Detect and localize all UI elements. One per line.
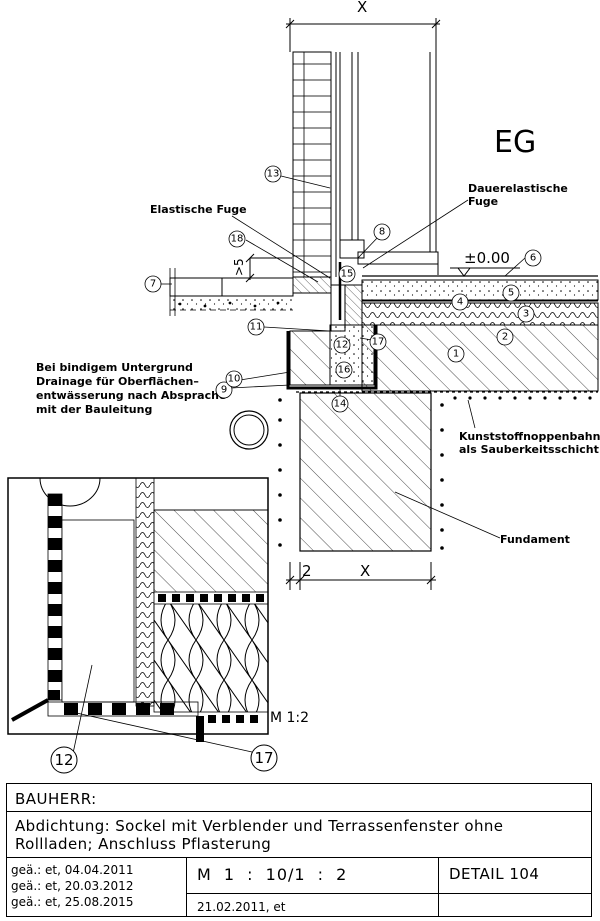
- svg-text:15: 15: [341, 269, 354, 280]
- owner-label: BAUHERR:: [15, 790, 97, 808]
- elastic-joint-label: Elastische Fuge: [150, 203, 247, 216]
- owner-row: BAUHERR:: [7, 784, 591, 812]
- title-block: BAUHERR: Abdichtung: Sockel mit Verblend…: [6, 783, 592, 917]
- base-detail: [286, 262, 378, 390]
- paving: [169, 268, 294, 316]
- window-frame: [335, 52, 439, 277]
- description-line1: Abdichtung: Sockel mit Verblender und Te…: [15, 817, 504, 835]
- drainage-note-line1: Bei bindigem Untergrund: [36, 361, 193, 374]
- section-detail-drawing: X EG ±0.00: [7, 0, 600, 774]
- svg-text:17: 17: [372, 337, 385, 348]
- marker-8: 8: [373, 223, 391, 241]
- drainage-note-line4: mit der Bauleitung: [36, 403, 152, 416]
- enlarged-detail: [7, 477, 269, 759]
- empty-cell: [439, 894, 591, 916]
- svg-text:3: 3: [523, 309, 529, 320]
- permanent-elastic-joint-line1: Dauerelastische: [468, 182, 568, 195]
- dimension-top-label: X: [357, 0, 367, 16]
- dimension-bottom-2: 2: [302, 562, 312, 580]
- marker-17: 17: [369, 333, 387, 351]
- drainage-note-line3: entwässerung nach Absprache: [36, 389, 226, 402]
- marker-4: 4: [451, 293, 469, 311]
- permanent-elastic-joint-line2: Fuge: [468, 195, 498, 208]
- svg-text:17: 17: [254, 749, 273, 767]
- marker-18: 18: [228, 230, 246, 248]
- svg-text:9: 9: [221, 385, 227, 396]
- offset-label: >5: [232, 258, 246, 276]
- level-marker: [450, 267, 520, 277]
- marker-12: 12: [333, 336, 351, 354]
- drawing-date: 21.02.2011, et: [187, 894, 439, 916]
- floor-label: EG: [494, 125, 536, 160]
- markers: 1 2 3 4 5 6 7 8 9 10 11 12 13 14 15 16 1…: [144, 165, 542, 413]
- svg-text:7: 7: [150, 279, 156, 290]
- offset-dimension: [245, 253, 292, 283]
- title-block-bottom: geä.: et, 04.04.2011 geä.: et, 20.03.201…: [7, 858, 591, 916]
- revision-entry: geä.: et, 04.04.2011: [11, 863, 134, 877]
- marker-13: 13: [264, 165, 282, 183]
- elastic-joint-leader: [231, 215, 331, 279]
- top-dimension: [285, 18, 441, 52]
- marker-15: 15: [338, 265, 356, 283]
- dimpled-membrane-line2: als Sauberkeitsschicht: [459, 443, 599, 456]
- svg-text:12: 12: [54, 751, 73, 769]
- marker-1: 1: [447, 345, 465, 363]
- svg-text:1: 1: [453, 349, 459, 360]
- marker-14: 14: [331, 395, 349, 413]
- svg-text:11: 11: [250, 322, 263, 333]
- facing-brick-wall: [292, 51, 332, 278]
- svg-text:5: 5: [508, 288, 514, 299]
- dimpled-membrane-line1: Kunststoffnoppenbahn: [459, 430, 600, 443]
- detail-scale-label: M 1:2: [270, 710, 309, 726]
- marker-16: 16: [335, 361, 353, 379]
- level-label: ±0.00: [464, 249, 510, 267]
- svg-text:13: 13: [267, 169, 280, 180]
- marker-10: 10: [225, 370, 243, 388]
- drain-pipe: [229, 410, 269, 450]
- detail-number: DETAIL 104: [439, 858, 591, 894]
- soil-dots: [178, 301, 592, 550]
- description-row: Abdichtung: Sockel mit Verblender und Te…: [7, 812, 591, 858]
- dimension-bottom-x: X: [360, 562, 370, 580]
- permanent-elastic-joint-leader: [362, 199, 469, 269]
- bottom-dimension: [285, 562, 436, 590]
- svg-text:2: 2: [502, 332, 508, 343]
- detail-marker-17: 17: [250, 744, 278, 772]
- marker-6: 6: [524, 249, 542, 267]
- drainage-note-line2: Drainage für Oberflächen–: [36, 375, 199, 388]
- detail-marker-12: 12: [50, 746, 78, 774]
- svg-text:14: 14: [334, 399, 347, 410]
- revision-entry: geä.: et, 25.08.2015: [11, 895, 134, 909]
- description-line2: Rollladen; Anschluss Pflasterung: [15, 835, 272, 853]
- marker-11: 11: [247, 318, 265, 336]
- marker-7: 7: [144, 275, 162, 293]
- svg-text:10: 10: [228, 374, 241, 385]
- revision-entry: geä.: et, 20.03.2012: [11, 879, 134, 893]
- svg-text:12: 12: [336, 340, 349, 351]
- marker-5: 5: [502, 284, 520, 302]
- svg-text:18: 18: [231, 234, 244, 245]
- revision-history: geä.: et, 04.04.2011 geä.: et, 20.03.201…: [7, 858, 187, 916]
- foundation: [299, 392, 432, 552]
- foundation-leader: [394, 491, 501, 539]
- scale-cell: M 1 : 10/1 : 2: [187, 858, 439, 894]
- marker-9: 9: [215, 381, 233, 399]
- membrane-leader: [467, 399, 476, 429]
- svg-text:6: 6: [530, 253, 536, 264]
- svg-text:8: 8: [379, 227, 385, 238]
- svg-text:16: 16: [338, 365, 351, 376]
- svg-text:4: 4: [457, 297, 463, 308]
- marker-2: 2: [496, 328, 514, 346]
- marker-3: 3: [517, 305, 535, 323]
- floor-buildup: [296, 275, 599, 393]
- foundation-label: Fundament: [500, 533, 570, 546]
